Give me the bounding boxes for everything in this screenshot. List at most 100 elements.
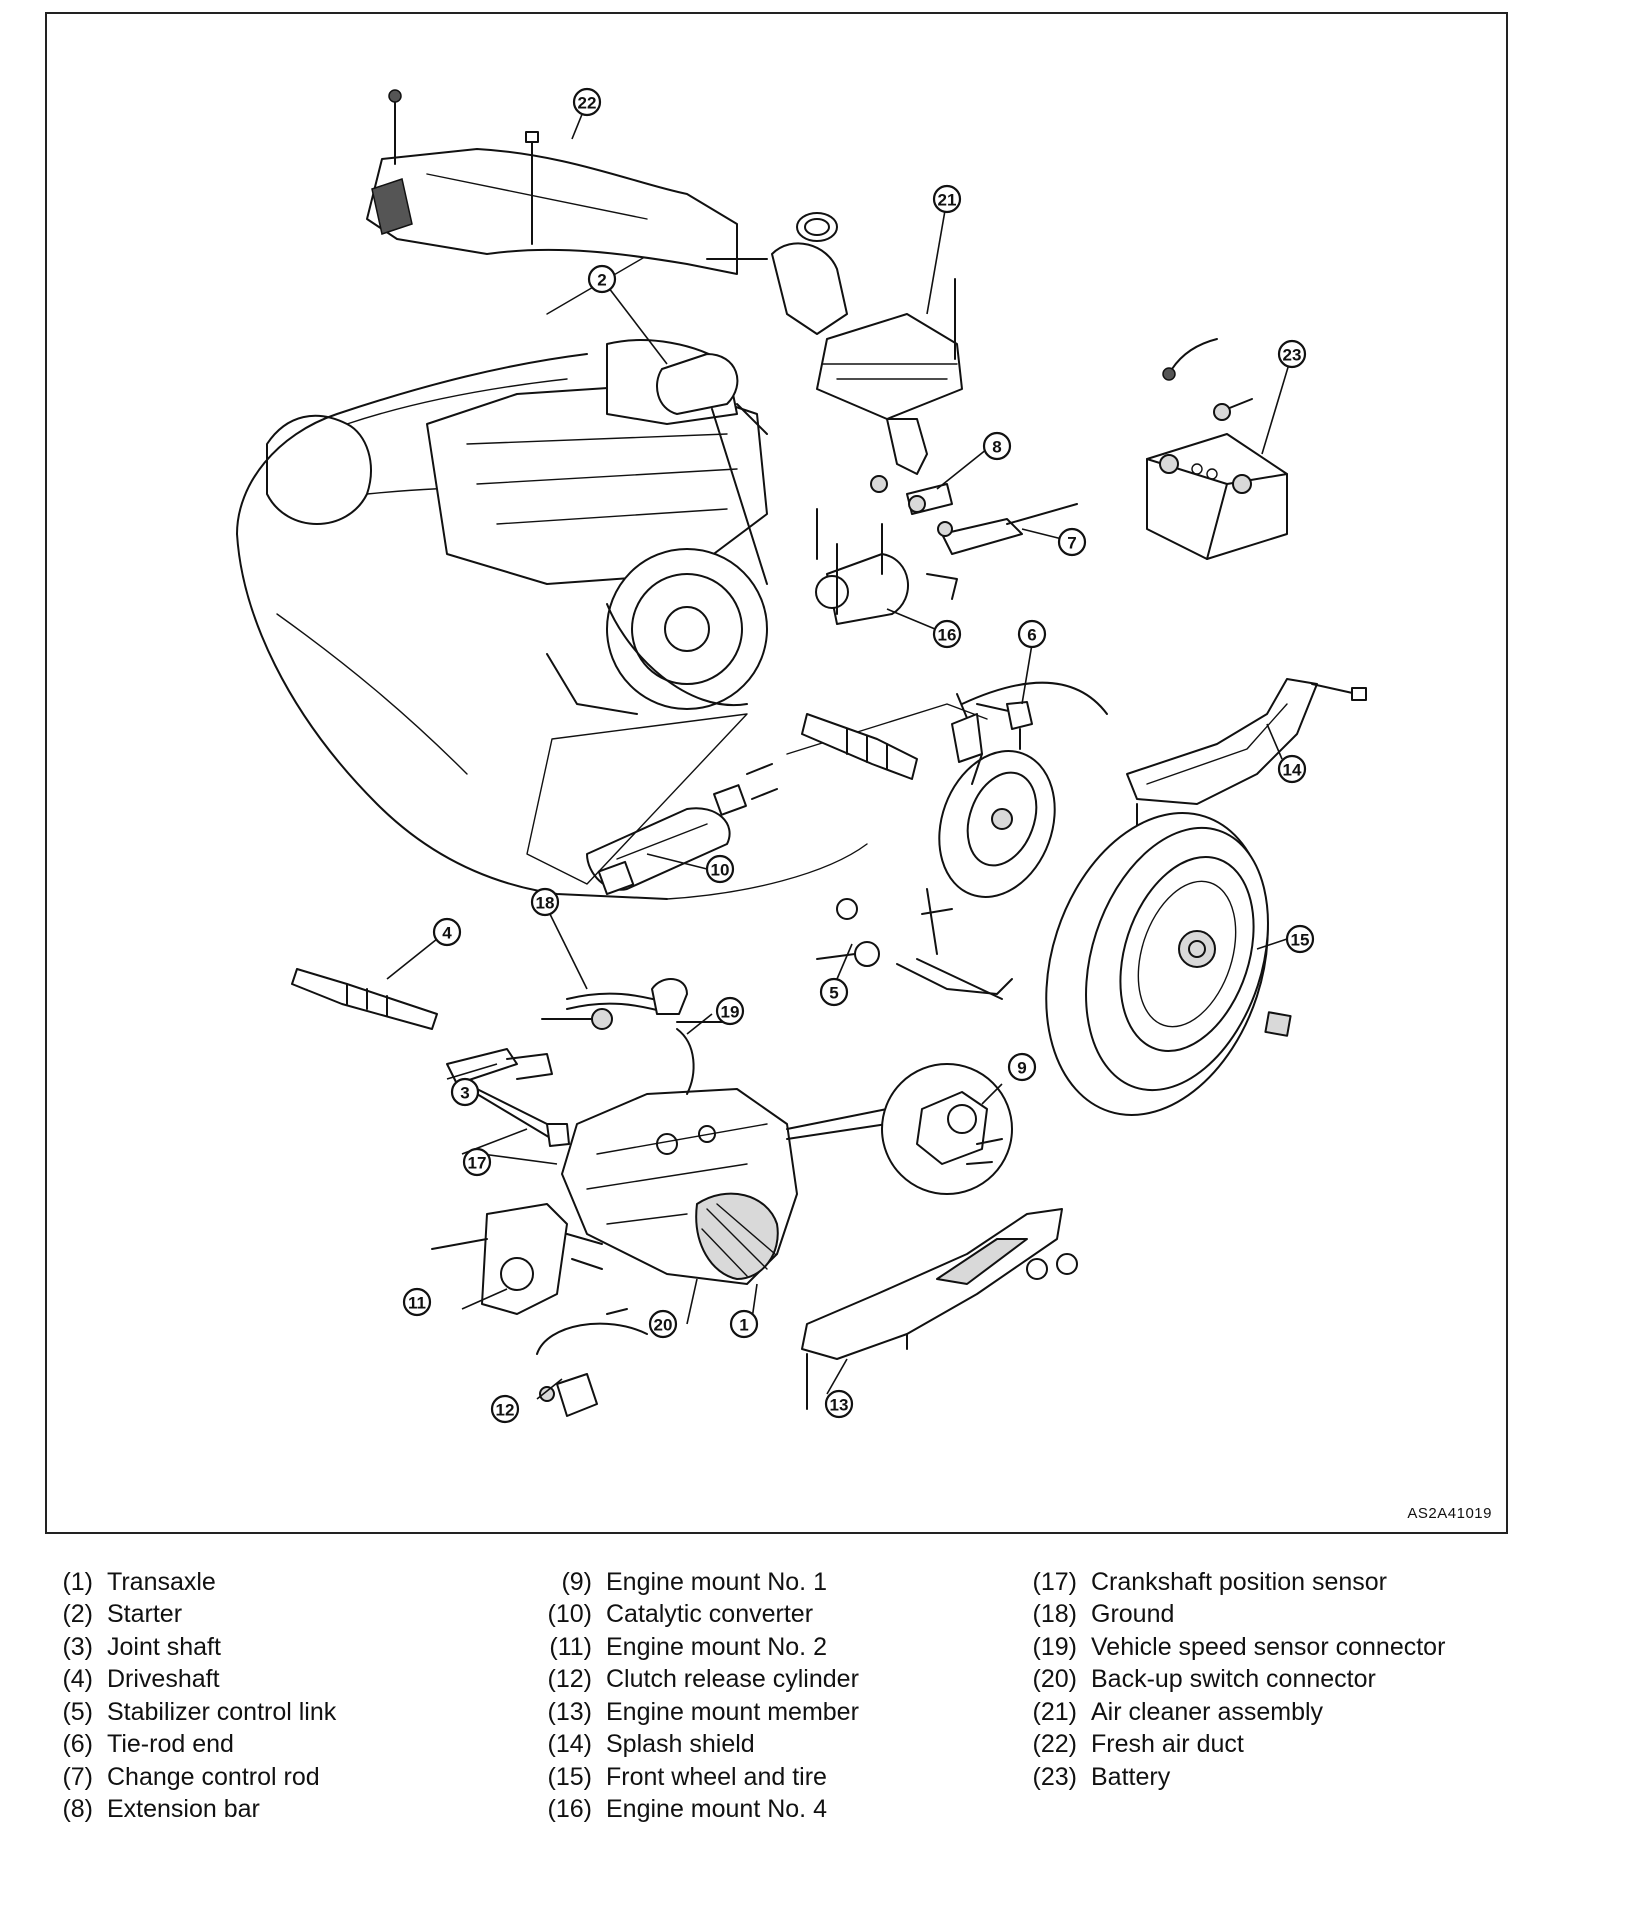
callout-8: 8	[982, 431, 1012, 461]
svg-text:19: 19	[721, 1003, 740, 1022]
catalytic-converter	[526, 713, 778, 896]
svg-text:10: 10	[711, 861, 730, 880]
starter-motor	[656, 353, 768, 585]
legend-label: Engine mount No. 4	[606, 1795, 827, 1824]
svg-text:4: 4	[442, 924, 452, 943]
legend-label: Extension bar	[107, 1795, 260, 1824]
legend-item: (18)Ground	[1015, 1599, 1445, 1632]
legend-item: (21)Air cleaner assembly	[1015, 1696, 1445, 1729]
legend-item: (4) Driveshaft	[45, 1664, 336, 1697]
svg-text:1: 1	[739, 1316, 748, 1335]
legend-label: Driveshaft	[107, 1665, 220, 1694]
svg-text:6: 6	[1027, 626, 1036, 645]
callout-14: 14	[1277, 754, 1307, 784]
parts-legend: (1)Transaxle (2)Starter (3) Joint shaft (…	[45, 1566, 1605, 1836]
legend-num: (6)	[62, 1730, 93, 1759]
legend-item: (23)Battery	[1015, 1761, 1445, 1794]
callout-10: 10	[705, 854, 735, 884]
splash-shield	[1126, 678, 1367, 850]
legend-item: (6) Tie-rod end	[45, 1729, 336, 1762]
legend-num: (23)	[1032, 1762, 1077, 1791]
callout-18: 18	[530, 887, 560, 917]
legend-num: (9)	[561, 1567, 592, 1596]
legend-num: (11)	[549, 1632, 592, 1661]
legend-item: (7)Change control rod	[45, 1761, 336, 1794]
legend-label: Engine mount member	[606, 1697, 859, 1726]
brake-disc-hub	[926, 681, 1108, 955]
svg-text:5: 5	[829, 984, 838, 1003]
svg-text:9: 9	[1017, 1059, 1026, 1078]
callout-11: 11	[402, 1287, 432, 1317]
callout-9: 9	[1007, 1052, 1037, 1082]
legend-num: (3)	[62, 1632, 93, 1661]
svg-text:2: 2	[597, 271, 606, 290]
figure-code: AS2A41019	[1407, 1505, 1492, 1522]
legend-num: (20)	[1032, 1665, 1077, 1694]
svg-text:13: 13	[830, 1396, 849, 1415]
callout-7: 7	[1057, 527, 1087, 557]
legend-item: (16)Engine mount No. 4	[530, 1794, 859, 1827]
transaxle	[561, 1028, 888, 1285]
legend-column-1: (1)Transaxle (2)Starter (3) Joint shaft (…	[45, 1566, 336, 1826]
legend-label: Catalytic converter	[606, 1600, 814, 1629]
callout-16: 16	[932, 619, 962, 649]
legend-label: Starter	[107, 1600, 183, 1629]
legend-label: Joint shaft	[107, 1632, 221, 1661]
legend-num: (4)	[62, 1665, 93, 1694]
legend-label: Clutch release cylinder	[606, 1665, 859, 1694]
legend-item: (1)Transaxle	[45, 1566, 336, 1599]
callout-13: 13	[824, 1389, 854, 1419]
callout-leader-lines	[386, 101, 1293, 1400]
legend-label: Front wheel and tire	[606, 1762, 827, 1791]
callout-3: 3	[450, 1077, 480, 1107]
legend-item: (11) Engine mount No. 2	[530, 1631, 859, 1664]
legend-item: (19)Vehicle speed sensor connector	[1015, 1631, 1446, 1664]
legend-label: Engine mount No. 2	[606, 1632, 827, 1661]
legend-num: (18)	[1032, 1600, 1077, 1629]
legend-num: (8)	[62, 1795, 93, 1824]
legend-label: Back-up switch connector	[1091, 1665, 1376, 1694]
callout-6: 6	[1017, 619, 1047, 649]
exploded-view-diagram: 22 21 2 23 8 7 16 6 14 15 10 18 4 5 19 3…	[236, 87, 1367, 1424]
legend-num: (12)	[547, 1665, 592, 1694]
callout-19: 19	[715, 996, 745, 1026]
stabilizer-control-link	[816, 898, 1013, 1000]
legend-label: Splash shield	[606, 1730, 755, 1759]
svg-text:12: 12	[496, 1401, 515, 1420]
legend-label: Air cleaner assembly	[1091, 1697, 1324, 1726]
callout-15: 15	[1285, 924, 1315, 954]
joint-shaft	[446, 1048, 570, 1147]
legend-item: (13)Engine mount member	[530, 1696, 859, 1729]
callout-22: 22	[572, 87, 602, 117]
legend-num: (14)	[547, 1730, 592, 1759]
legend-item: (8) Extension bar	[45, 1794, 336, 1827]
legend-num: (22)	[1032, 1730, 1077, 1759]
front-wheel-tire	[1045, 812, 1292, 1116]
legend-item: (14) Splash shield	[530, 1729, 859, 1762]
engine-mount-member	[801, 1208, 1078, 1410]
legend-num: (17)	[1032, 1567, 1077, 1596]
svg-text:21: 21	[938, 191, 957, 210]
svg-text:7: 7	[1067, 534, 1076, 553]
engine-mount-no1-inset	[881, 1063, 1013, 1195]
exploded-diagram-frame: 22 21 2 23 8 7 16 6 14 15 10 18 4 5 19 3…	[45, 12, 1508, 1534]
svg-text:8: 8	[992, 438, 1001, 457]
engine-block	[426, 339, 768, 715]
legend-num: (15)	[547, 1762, 592, 1791]
legend-num: (5)	[62, 1697, 93, 1726]
svg-text:3: 3	[460, 1084, 469, 1103]
engine-mount-no2	[431, 1203, 603, 1315]
legend-item: (9)Engine mount No. 1	[530, 1566, 859, 1599]
legend-item: (2)Starter	[45, 1599, 336, 1632]
callout-23: 23	[1277, 339, 1307, 369]
engine-mount-no4	[815, 475, 1078, 625]
legend-item: (12) Clutch release cylinder	[530, 1664, 859, 1697]
clutch-release-cylinder	[536, 1308, 648, 1417]
svg-text:16: 16	[938, 626, 957, 645]
svg-text:23: 23	[1283, 346, 1302, 365]
legend-label: Transaxle	[107, 1567, 216, 1596]
legend-label: Tie-rod end	[107, 1730, 234, 1759]
svg-text:22: 22	[578, 94, 597, 113]
callout-2: 2	[587, 264, 617, 294]
legend-num: (19)	[1032, 1632, 1077, 1661]
